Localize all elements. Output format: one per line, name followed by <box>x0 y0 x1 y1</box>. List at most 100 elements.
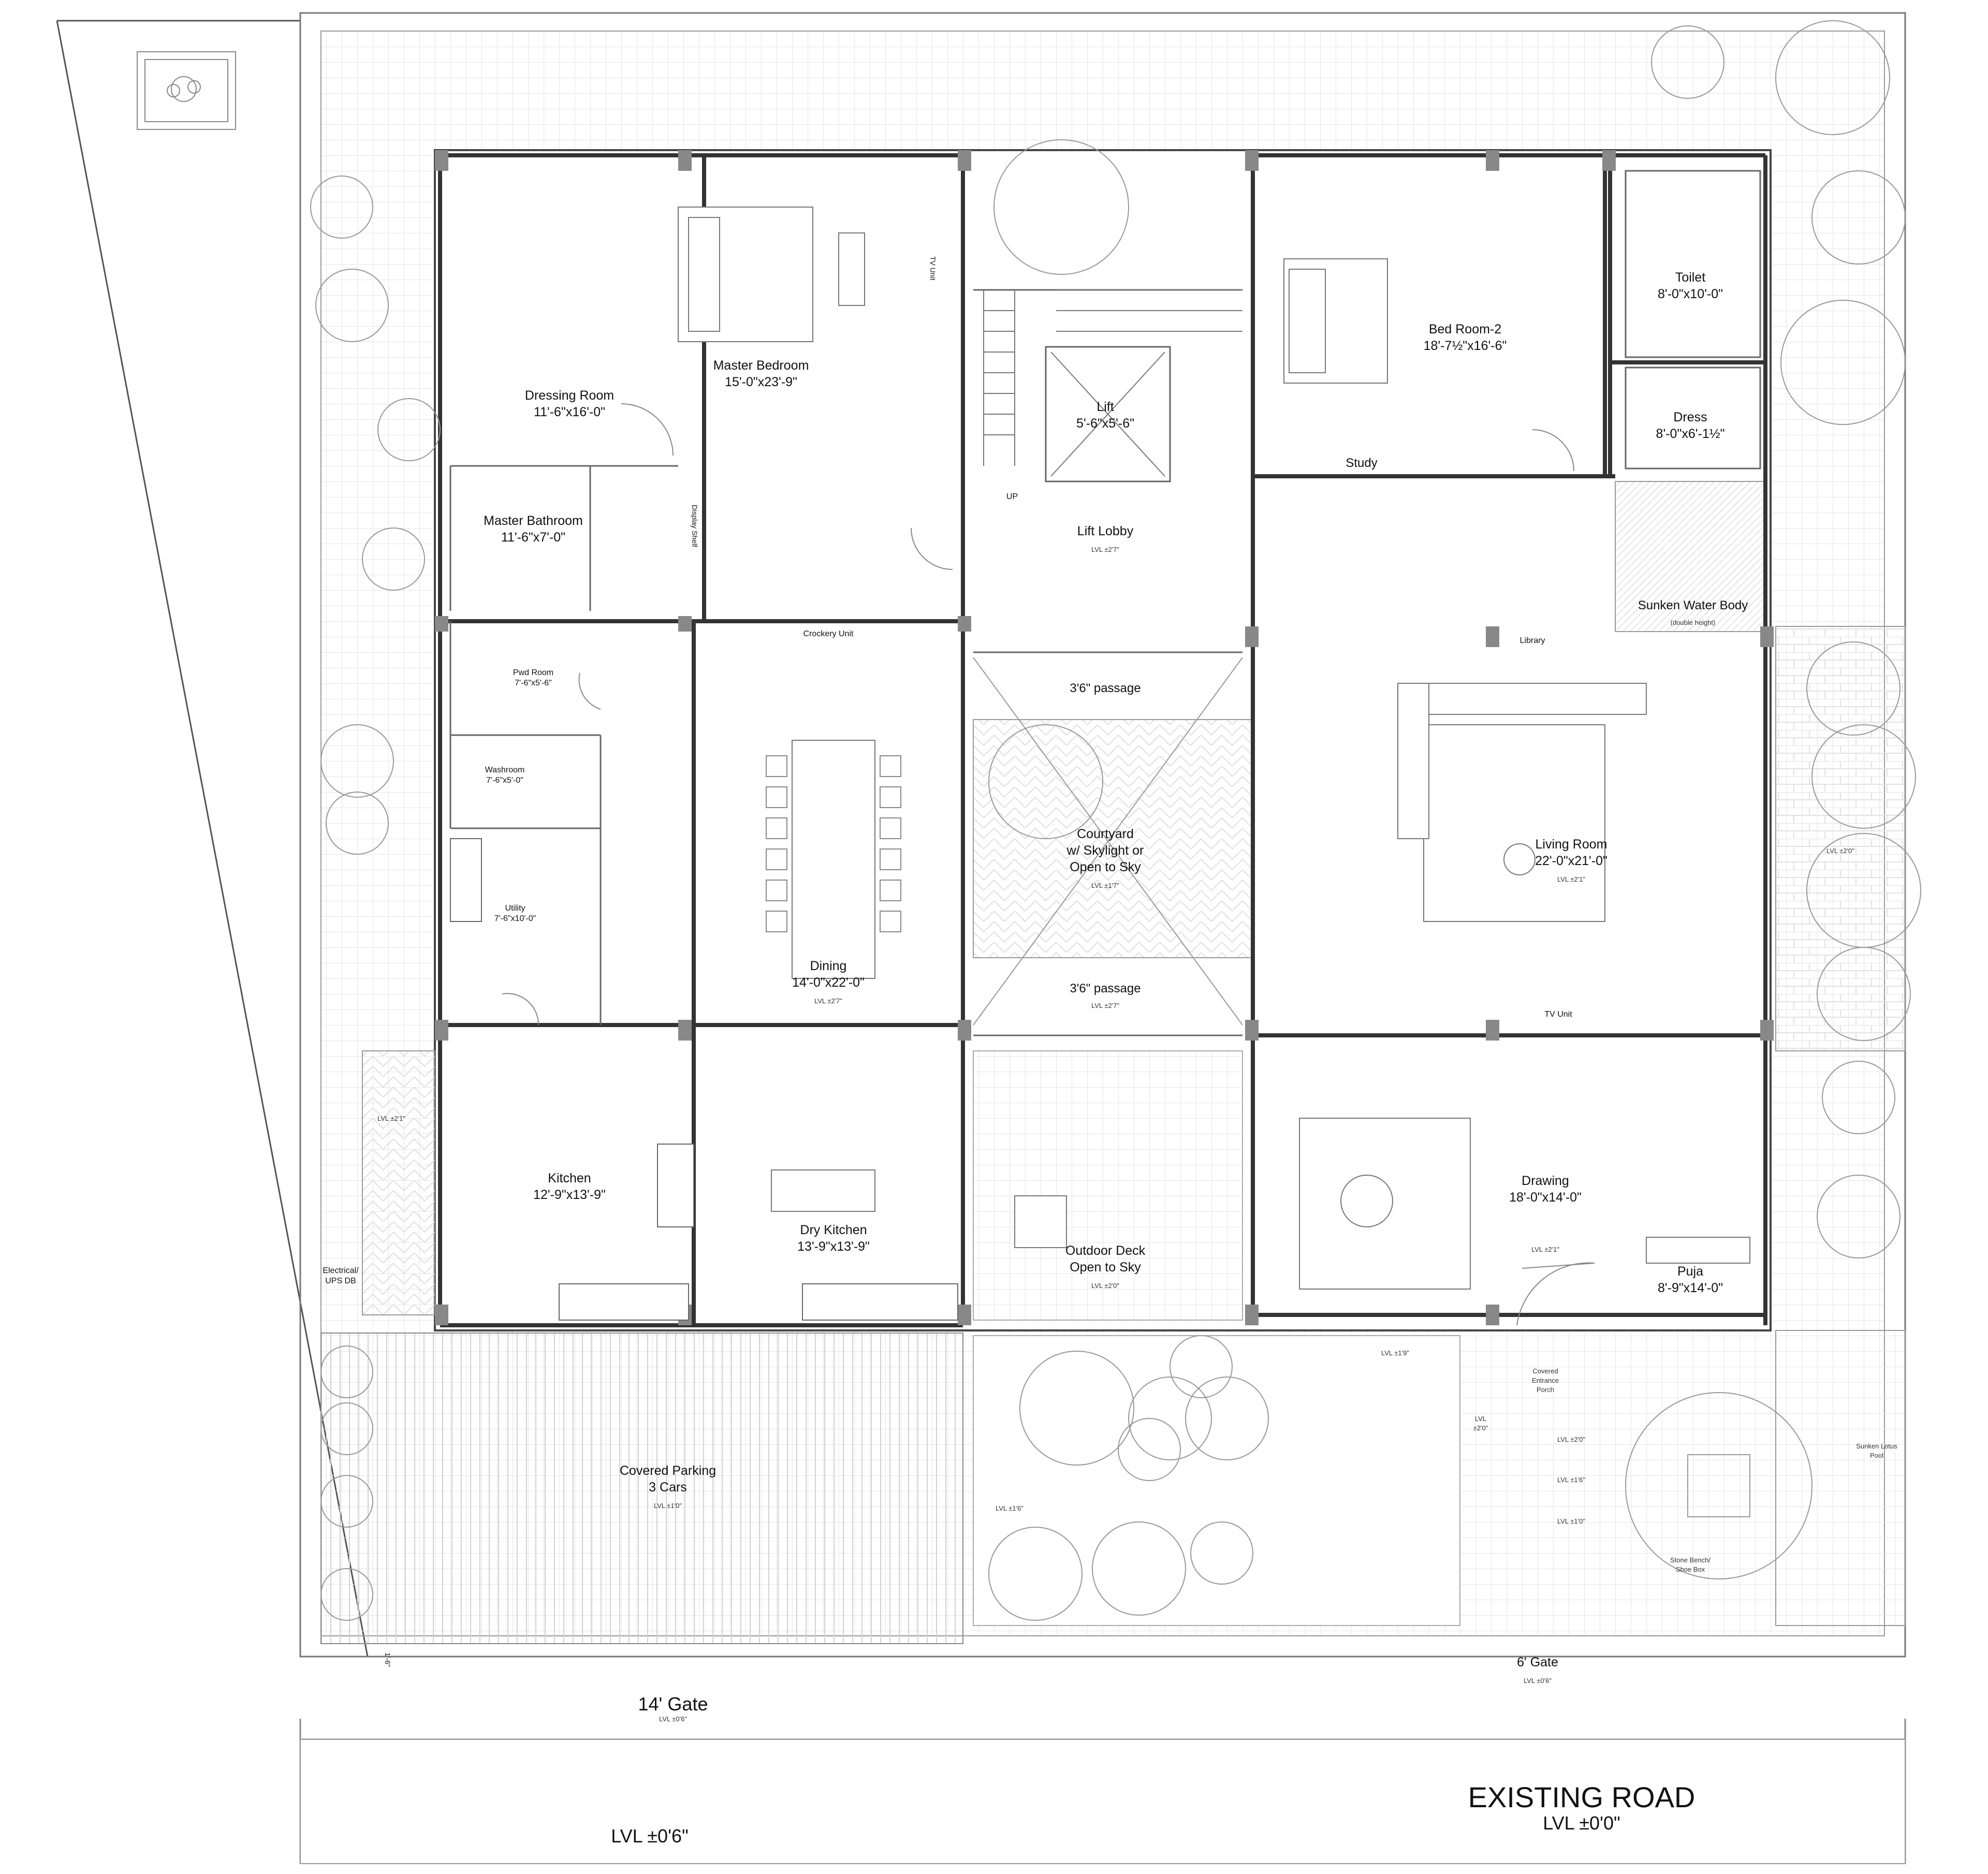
main-gate-label: 14' Gate <box>638 1693 708 1716</box>
courtyard-line3: Open to Sky <box>1070 860 1141 874</box>
courtyard-line2: w/ Skylight or <box>1066 843 1144 858</box>
sunken-lotus-line2: Pool <box>1869 1452 1884 1459</box>
pwd-room-size: 7'-6"x5'-6" <box>515 679 552 687</box>
dry-kitchen-name: Dry Kitchen <box>800 1223 867 1237</box>
garden-trees <box>310 20 1921 1621</box>
left-side-floor <box>362 1050 435 1315</box>
dining-level: LVL ±2'7" <box>814 997 842 1005</box>
porch-lvl-label: LVL±2'0" <box>1473 1414 1488 1433</box>
step-level-2: LVL ±1'6" <box>1557 1475 1585 1485</box>
library-name: Library <box>1519 636 1545 645</box>
parking-floor <box>320 1333 963 1644</box>
dining-label: Dining 14'-0"x22'-0" LVL ±2'7" <box>792 958 865 1007</box>
crockery-label: Crockery Unit <box>803 629 854 639</box>
road-name: EXISTING ROAD <box>1468 1781 1695 1813</box>
dress-size: 8'-0"x6'-1½" <box>1656 427 1725 441</box>
kitchen-size: 12'-9"x13'-9" <box>533 1188 606 1202</box>
step-level-1: LVL ±2'0" <box>1557 1435 1585 1444</box>
dining-name: Dining <box>810 959 847 973</box>
columns <box>435 150 1774 1325</box>
courtyard-level: LVL ±1'7" <box>1091 882 1119 889</box>
outdoor-deck-line1: Outdoor Deck <box>1065 1243 1146 1258</box>
right-garden-level-text: LVL ±2'0" <box>1826 847 1854 855</box>
step-level-3: LVL ±1'0" <box>1557 1517 1585 1526</box>
toilet-name: Toilet <box>1675 270 1706 285</box>
utility-size: 7'-6"x10'-0" <box>494 914 536 923</box>
walls <box>438 153 1767 1327</box>
study-label: Study <box>1346 456 1377 471</box>
stone-bench-line2: Shoe Box <box>1675 1565 1705 1573</box>
road-area <box>300 1739 1906 1864</box>
stone-bench-label: Stone Bench/Shoe Box <box>1670 1556 1711 1574</box>
outdoor-deck-floor <box>973 1050 1243 1321</box>
left-side-level: LVL ±2'1" <box>377 1114 405 1123</box>
electrical-line2: UPS DB <box>325 1277 356 1285</box>
tv-unit-text: TV Unit <box>1544 1010 1572 1019</box>
tv-unit-vertical-label: TV Unit <box>929 256 937 281</box>
sunken-water-note: (double height) <box>1670 619 1716 626</box>
garden-level-a-text: LVL ±1'6" <box>996 1504 1024 1512</box>
drawing-level: LVL ±2'1" <box>1531 1245 1559 1254</box>
passage-top-name: 3'6" passage <box>1070 681 1141 695</box>
road-label: EXISTING ROAD <box>1468 1781 1695 1814</box>
garden-level-a: LVL ±1'6" <box>996 1504 1024 1513</box>
sunken-lotus-line1: Sunken Lotus <box>1856 1442 1897 1450</box>
kitchen-label: Kitchen 12'-9"x13'-9" <box>533 1170 606 1203</box>
road-level-text: LVL ±0'0" <box>1543 1812 1620 1834</box>
display-shelf-label: Display Shelf <box>691 505 699 547</box>
dressing-room-size: 11'-6"x16'-0" <box>533 405 605 419</box>
main-gate-name: 14' Gate <box>638 1693 708 1715</box>
lift-name: Lift <box>1097 400 1114 414</box>
pwd-room-label: Pwd Room 7'-6"x5'-6" <box>513 668 553 689</box>
garden-floor <box>973 1335 1460 1626</box>
tv-unit-label: TV Unit <box>1544 1009 1572 1020</box>
master-bathroom-name: Master Bathroom <box>484 514 583 528</box>
living-size: 22'-0"x21'-0" <box>1535 854 1607 868</box>
courtyard-floor <box>973 719 1253 958</box>
lotus-pool-floor <box>1775 1330 1906 1626</box>
electrical-label: Electrical/UPS DB <box>323 1266 358 1286</box>
lift-lobby-level: LVL ±2'7" <box>1091 546 1119 553</box>
garden-level-b: LVL ±1'9" <box>1381 1349 1409 1358</box>
passage-top-label: 3'6" passage <box>1070 681 1141 696</box>
small-gate-level: LVL ±0'6" <box>1523 1677 1552 1685</box>
passage-bottom-name: 3'6" passage <box>1070 982 1141 995</box>
step-level-2-text: LVL ±1'6" <box>1557 1476 1585 1484</box>
bedroom2-name: Bed Room-2 <box>1428 322 1502 336</box>
living-level: LVL ±2'1" <box>1557 875 1585 883</box>
seal-ornament <box>137 51 236 130</box>
step-level-3-text: LVL ±1'0" <box>1557 1517 1585 1525</box>
pwd-room-name: Pwd Room <box>513 668 554 677</box>
stone-bench-line1: Stone Bench/ <box>1670 1556 1711 1564</box>
washroom-size: 7'-6"x5'-0" <box>486 776 523 785</box>
lift-size: 5'-6"x5'-6" <box>1076 416 1135 431</box>
master-bathroom-size: 11'-6"x7'-0" <box>501 530 566 545</box>
lift-label: Lift 5'-6"x5'-6" <box>1076 399 1134 432</box>
drawing-level-text: LVL ±2'1" <box>1531 1246 1559 1253</box>
display-shelf-text: Display Shelf <box>691 505 699 547</box>
bedroom2-label: Bed Room-2 18'-7½"x16'-6" <box>1424 321 1507 354</box>
crockery-name: Crockery Unit <box>803 629 854 638</box>
outdoor-deck-level: LVL ±2'0" <box>1091 1282 1119 1290</box>
dry-kitchen-size: 13'-9"x13'-9" <box>797 1239 870 1254</box>
kitchen-counters <box>450 838 958 1321</box>
bedroom2-size: 18'-7½"x16'-6" <box>1423 339 1507 353</box>
main-gate-level-text: LVL ±0'6" <box>659 1715 687 1723</box>
garden-level-b-text: LVL ±1'9" <box>1381 1349 1409 1357</box>
puja-size: 8'-9"x14'-0" <box>1658 1281 1723 1295</box>
electrical-line1: Electrical/ <box>323 1266 359 1275</box>
dining-size: 14'-0"x22'-0" <box>792 975 865 990</box>
kitchen-name: Kitchen <box>548 1171 591 1185</box>
door-swings <box>502 403 1595 1326</box>
library-label: Library <box>1520 636 1545 646</box>
road-level: LVL ±0'0" <box>1543 1812 1620 1835</box>
utility-name: Utility <box>505 904 525 913</box>
